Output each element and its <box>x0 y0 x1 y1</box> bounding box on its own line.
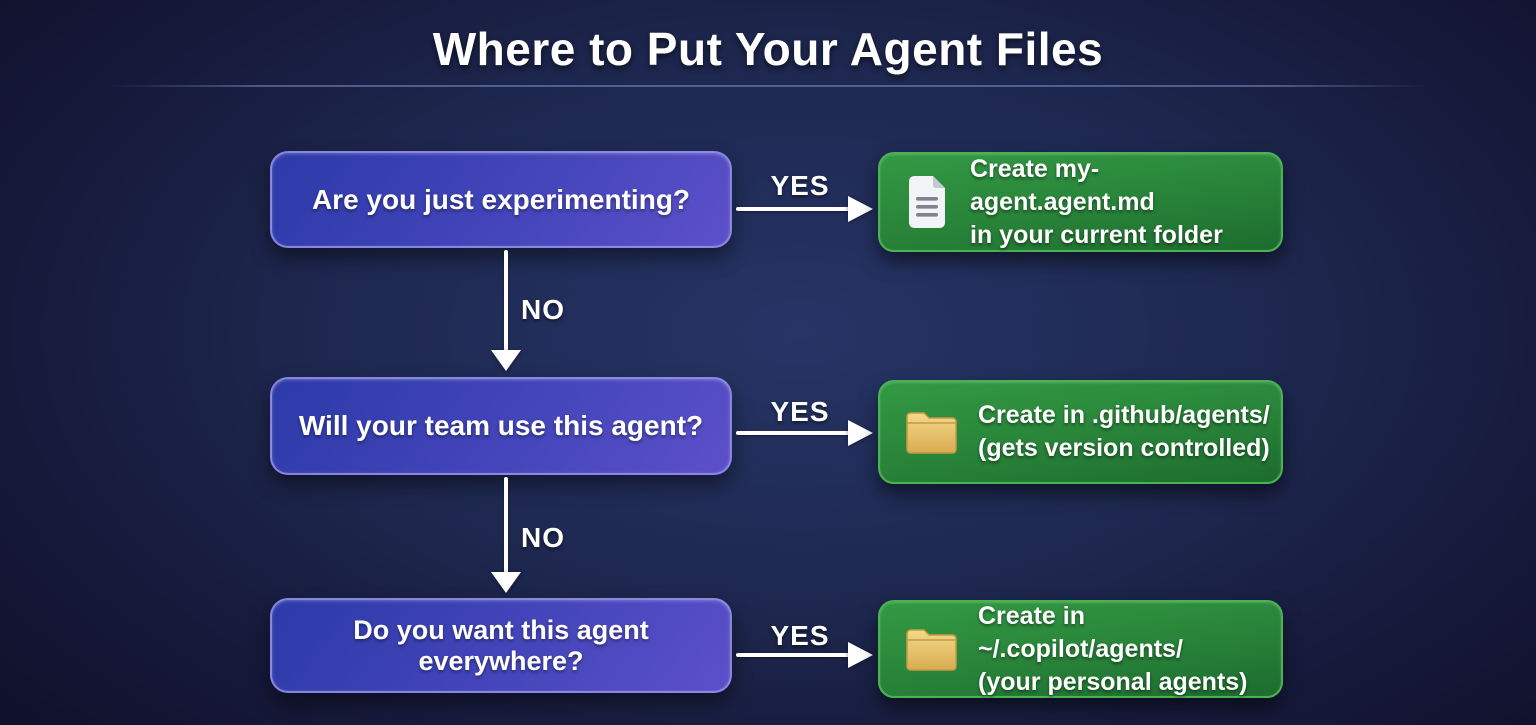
question-box-experimenting: Are you just experimenting? <box>270 151 732 248</box>
question-text: Do you want this agent everywhere? <box>353 614 649 676</box>
yes-arrow-line <box>736 207 850 211</box>
no-arrow-head <box>491 572 521 593</box>
document-icon <box>904 175 950 229</box>
no-arrow-line <box>504 477 508 574</box>
folder-icon <box>904 409 958 455</box>
yes-arrow-head <box>848 196 873 222</box>
title-divider <box>108 85 1430 87</box>
yes-arrow-head <box>848 420 873 446</box>
result-line1: Create my-agent.agent.md <box>970 154 1155 216</box>
page-title: Where to Put Your Agent Files <box>432 23 1104 75</box>
folder-icon <box>904 626 958 672</box>
yes-label: YES <box>770 170 830 201</box>
result-line2: (your personal agents) <box>978 667 1248 696</box>
result-box-github-agents: Create in .github/agents/ (gets version … <box>878 380 1283 484</box>
yes-arrow-line <box>736 653 850 657</box>
no-label: NO <box>521 294 565 325</box>
yes-label: YES <box>770 620 830 651</box>
question-text: Will your team use this agent? <box>298 410 704 441</box>
result-line2: (gets version controlled) <box>978 434 1270 462</box>
result-text: Create my-agent.agent.md in your current… <box>970 153 1271 252</box>
result-line1: Create in ~/.copilot/agents/ <box>978 601 1183 663</box>
no-arrow-line <box>504 250 508 352</box>
no-label: NO <box>521 522 565 553</box>
result-box-current-folder: Create my-agent.agent.md in your current… <box>878 152 1283 252</box>
question-text: Are you just experimenting? <box>311 183 691 215</box>
yes-arrow-line <box>736 431 850 435</box>
yes-label: YES <box>770 396 830 427</box>
result-text: Create in .github/agents/ (gets version … <box>978 399 1270 465</box>
result-text: Create in ~/.copilot/agents/ (your perso… <box>978 600 1271 699</box>
no-arrow-head <box>491 350 521 371</box>
result-line2: in your current folder <box>970 220 1223 249</box>
result-box-copilot-agents: Create in ~/.copilot/agents/ (your perso… <box>878 600 1283 698</box>
result-line1: Create in .github/agents/ <box>978 401 1270 429</box>
yes-arrow-head <box>848 642 873 668</box>
question-box-everywhere: Do you want this agent everywhere? <box>270 598 732 693</box>
question-box-team-use: Will your team use this agent? <box>270 377 732 475</box>
